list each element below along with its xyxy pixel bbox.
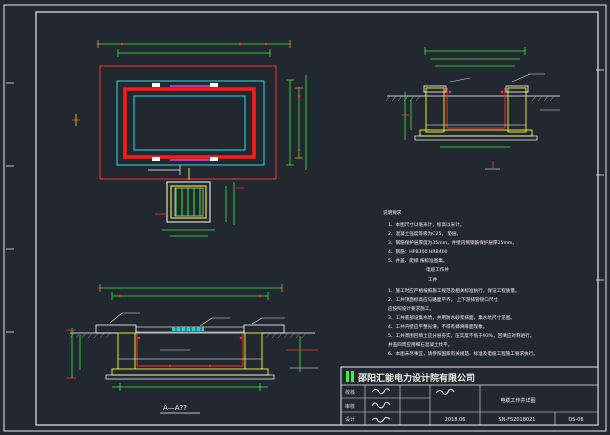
notes-subheader: 电缆工作井 — [426, 266, 449, 273]
notes-subtitle: 工井 — [428, 276, 438, 283]
section-a-a: A—A?? — [66, 284, 318, 414]
note-line: 应按照设计要求施工。 — [388, 305, 434, 312]
note-line: 3、工井底部设集水坑，并用防水砂浆抹面，集水坑尺寸见图。 — [388, 314, 515, 321]
note-line: 4、钢筋：HPB300 HRB400 — [388, 248, 448, 255]
notes-block: 说明要求 1、本图尺寸以毫米计，标高以米计。 2、混凝土强度等级为C25， 垫层… — [383, 209, 538, 357]
section-label: A—A?? — [163, 404, 187, 412]
drawing-title: 电缆工作井详图 — [500, 397, 535, 404]
sheet-number: DS-06 — [568, 417, 583, 423]
note-line: 5、井盖、爬梯 按标准图集。 — [388, 257, 448, 264]
sign-label-3: 设计 — [345, 416, 355, 423]
note-line: 4、工井内壁应平整光滑，不得有蜂窝麻面现象。 — [388, 323, 487, 330]
title-block: 邵阳汇能电力设计院有限公司 校核 审核 设计 电缆工作井详图 2018.06 S… — [340, 366, 599, 426]
sign-label-2: 审核 — [345, 403, 355, 410]
plan-view — [72, 40, 307, 237]
sign-label-1: 校核 — [345, 389, 355, 396]
top-right-section — [385, 47, 560, 170]
note-line: 2、混凝土强度等级为C25， 垫层。 — [388, 230, 461, 237]
drawing-date: 2018.06 — [445, 417, 466, 423]
notes-header: 说明要求 — [383, 209, 402, 216]
margin-ticks — [6, 69, 604, 333]
note-line: 3、钢筋保护层厚度为35mm，井壁内侧钢筋保护层厚25mm。 — [388, 239, 517, 246]
outer-frame — [3, 4, 607, 432]
note-line: 6、本图未尽事宜，请参照国家有关规范、标准及电缆工程施工要求执行。 — [388, 350, 538, 357]
drawing-number: SN-FS2018021 — [499, 417, 536, 423]
company-name: 邵阳汇能电力设计院有限公司 — [357, 372, 475, 384]
signature-icon — [371, 388, 455, 423]
note-line: 井盖四周应用细石混凝土找平。 — [388, 341, 452, 348]
note-line: 1、本图尺寸以毫米计，标高以米计。 — [388, 221, 464, 228]
note-line: 1、施工时应严格按照施工规范及相关标准执行，保证工程质量。 — [388, 287, 520, 294]
company-logo-icon — [346, 371, 354, 382]
note-line: 5、工井周围回填土应分层夯实，压实度不低于93%，回填应对称进行。 — [388, 332, 534, 339]
inner-frame — [35, 11, 599, 426]
note-line: 2、工井顶面标高应与路面平齐， 上下游排管接口尺寸 — [388, 296, 498, 303]
